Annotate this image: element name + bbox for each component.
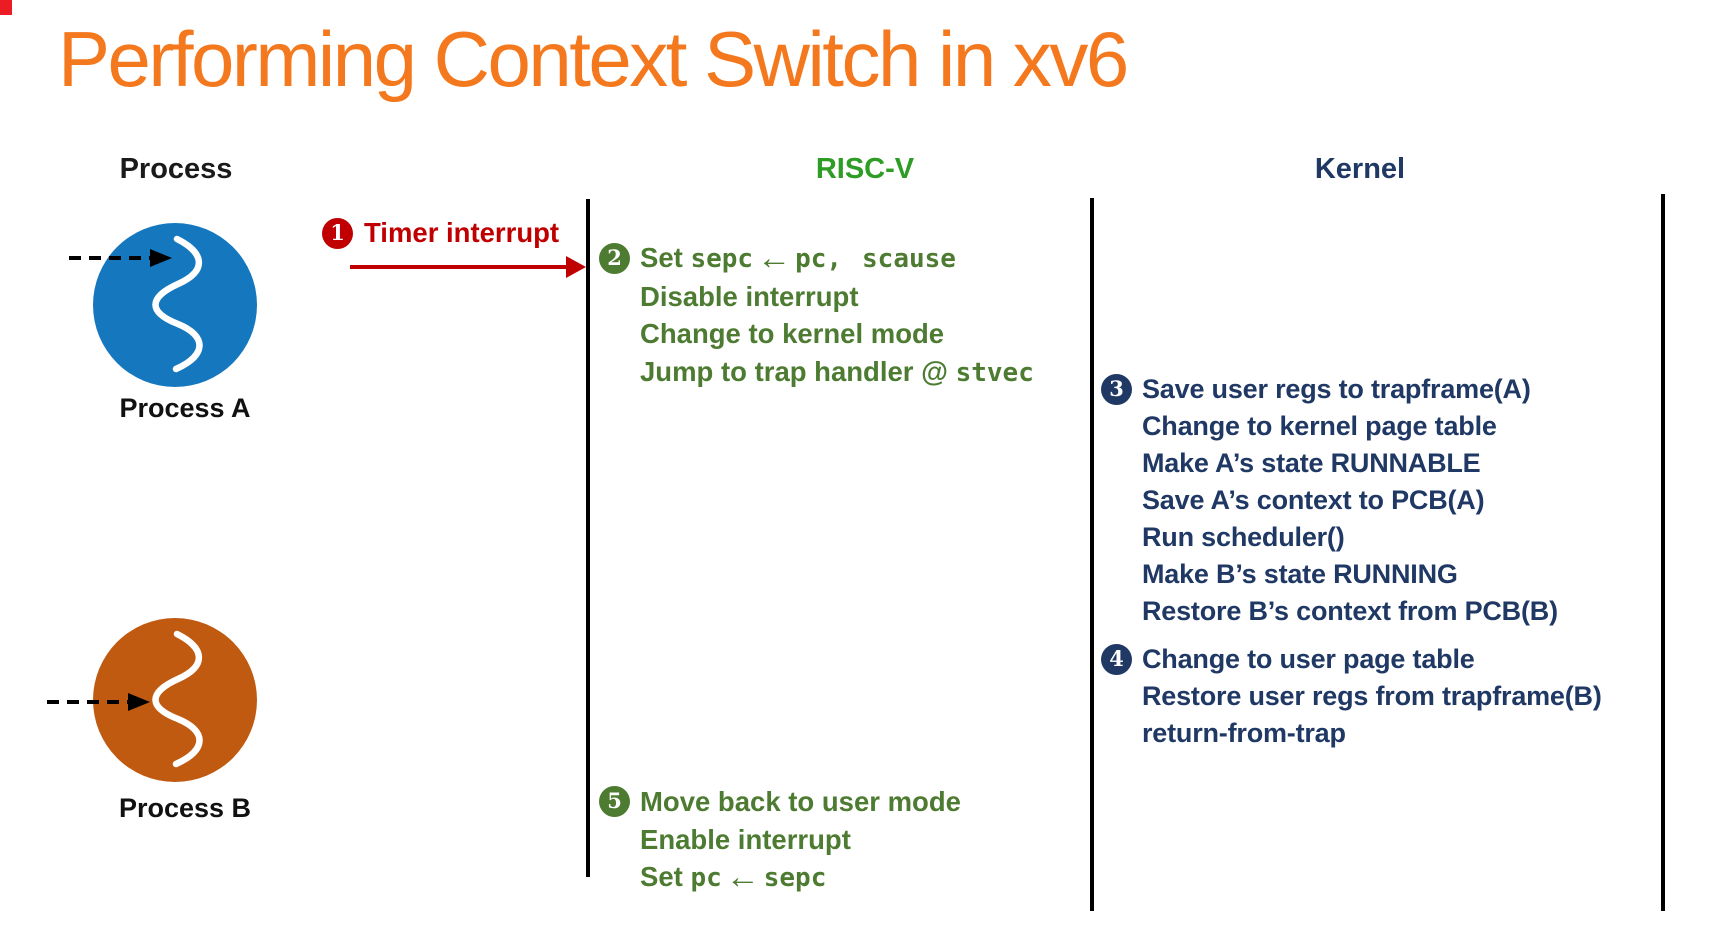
thread-squiggle-icon bbox=[152, 630, 203, 768]
step4-line3: return-from-trap bbox=[1142, 718, 1346, 748]
step3-number-badge: 3 bbox=[1101, 374, 1132, 405]
process-a-label: Process A bbox=[119, 393, 251, 423]
pc-register: pc, bbox=[795, 244, 843, 274]
step4-line2: Restore user regs from trapframe(B) bbox=[1142, 681, 1602, 711]
step3-line3: Make A’s state RUNNABLE bbox=[1142, 448, 1481, 478]
process-a-circle bbox=[93, 223, 257, 387]
column-header-riscv: RISC-V bbox=[815, 153, 915, 185]
step3-line6: Make B’s state RUNNING bbox=[1142, 559, 1458, 589]
step5-number-badge: 5 bbox=[599, 786, 630, 818]
step2-line3: Change to kernel mode bbox=[640, 318, 945, 349]
lane-divider-kernel bbox=[1090, 198, 1094, 911]
execution-arrow-b-icon bbox=[47, 693, 150, 711]
step2-number-badge: 2 bbox=[599, 243, 630, 275]
step3-line2: Change to kernel page table bbox=[1142, 411, 1497, 441]
corner-red-mark bbox=[0, 0, 12, 15]
column-header-process: Process bbox=[119, 153, 233, 185]
lane-divider-right bbox=[1661, 194, 1665, 911]
step1-label: Timer interrupt bbox=[364, 217, 560, 248]
step2-line2: Disable interrupt bbox=[640, 280, 859, 312]
step1-number-badge: 1 bbox=[322, 217, 353, 249]
column-header-kernel: Kernel bbox=[1314, 153, 1406, 185]
thread-squiggle-icon bbox=[152, 235, 203, 373]
step3-line4: Save A’s context to PCB(A) bbox=[1142, 485, 1485, 515]
page-title: Performing Context Switch in xv6 bbox=[58, 15, 1129, 103]
pc-register: pc bbox=[690, 863, 722, 893]
process-b-circle bbox=[93, 618, 257, 782]
step2-line1: Set sepc←pc,scause bbox=[640, 239, 956, 277]
step2-riscv-trap-entry: 2 Set sepc←pc,scause Disable interrupt C… bbox=[599, 240, 1034, 392]
step3-line1: Save user regs to trapframe(A) bbox=[1142, 374, 1531, 404]
left-arrow-glyph: ← bbox=[725, 858, 760, 896]
lane-divider-riscv bbox=[586, 199, 590, 877]
step4-number-badge: 4 bbox=[1101, 644, 1132, 675]
step4-line1: Change to user page table bbox=[1142, 644, 1475, 674]
process-b-label: Process B bbox=[118, 793, 252, 823]
timer-interrupt-arrow-shaft bbox=[350, 265, 568, 269]
step5-line2: Enable interrupt bbox=[640, 823, 851, 855]
step3-line5: Run scheduler() bbox=[1142, 522, 1345, 552]
timer-interrupt-arrowhead-icon bbox=[566, 256, 586, 278]
stvec-register: stvec bbox=[955, 357, 1034, 388]
step1-timer-interrupt: 1 Timer interrupt bbox=[322, 217, 559, 249]
left-arrow-glyph: ← bbox=[757, 239, 792, 277]
step5-line3: Set pc←sepc bbox=[640, 858, 827, 896]
step5-riscv-return-user: 5 Move back to user mode Enable interrup… bbox=[599, 783, 961, 898]
step2-line4: Jump to trap handler @ stvec bbox=[640, 355, 1034, 388]
scause-register: scause bbox=[862, 244, 956, 274]
step4-kernel-restore-b: 4 Change to user page table Restore user… bbox=[1101, 641, 1602, 752]
step3-kernel-save-a: 3 Save user regs to trapframe(A) Change … bbox=[1101, 371, 1558, 630]
sepc-register: sepc bbox=[690, 244, 754, 274]
step3-line7: Restore B’s context from PCB(B) bbox=[1142, 596, 1558, 626]
step5-line1: Move back to user mode bbox=[640, 786, 961, 817]
sepc-register: sepc bbox=[763, 863, 827, 893]
execution-arrow-a-icon bbox=[69, 249, 172, 267]
